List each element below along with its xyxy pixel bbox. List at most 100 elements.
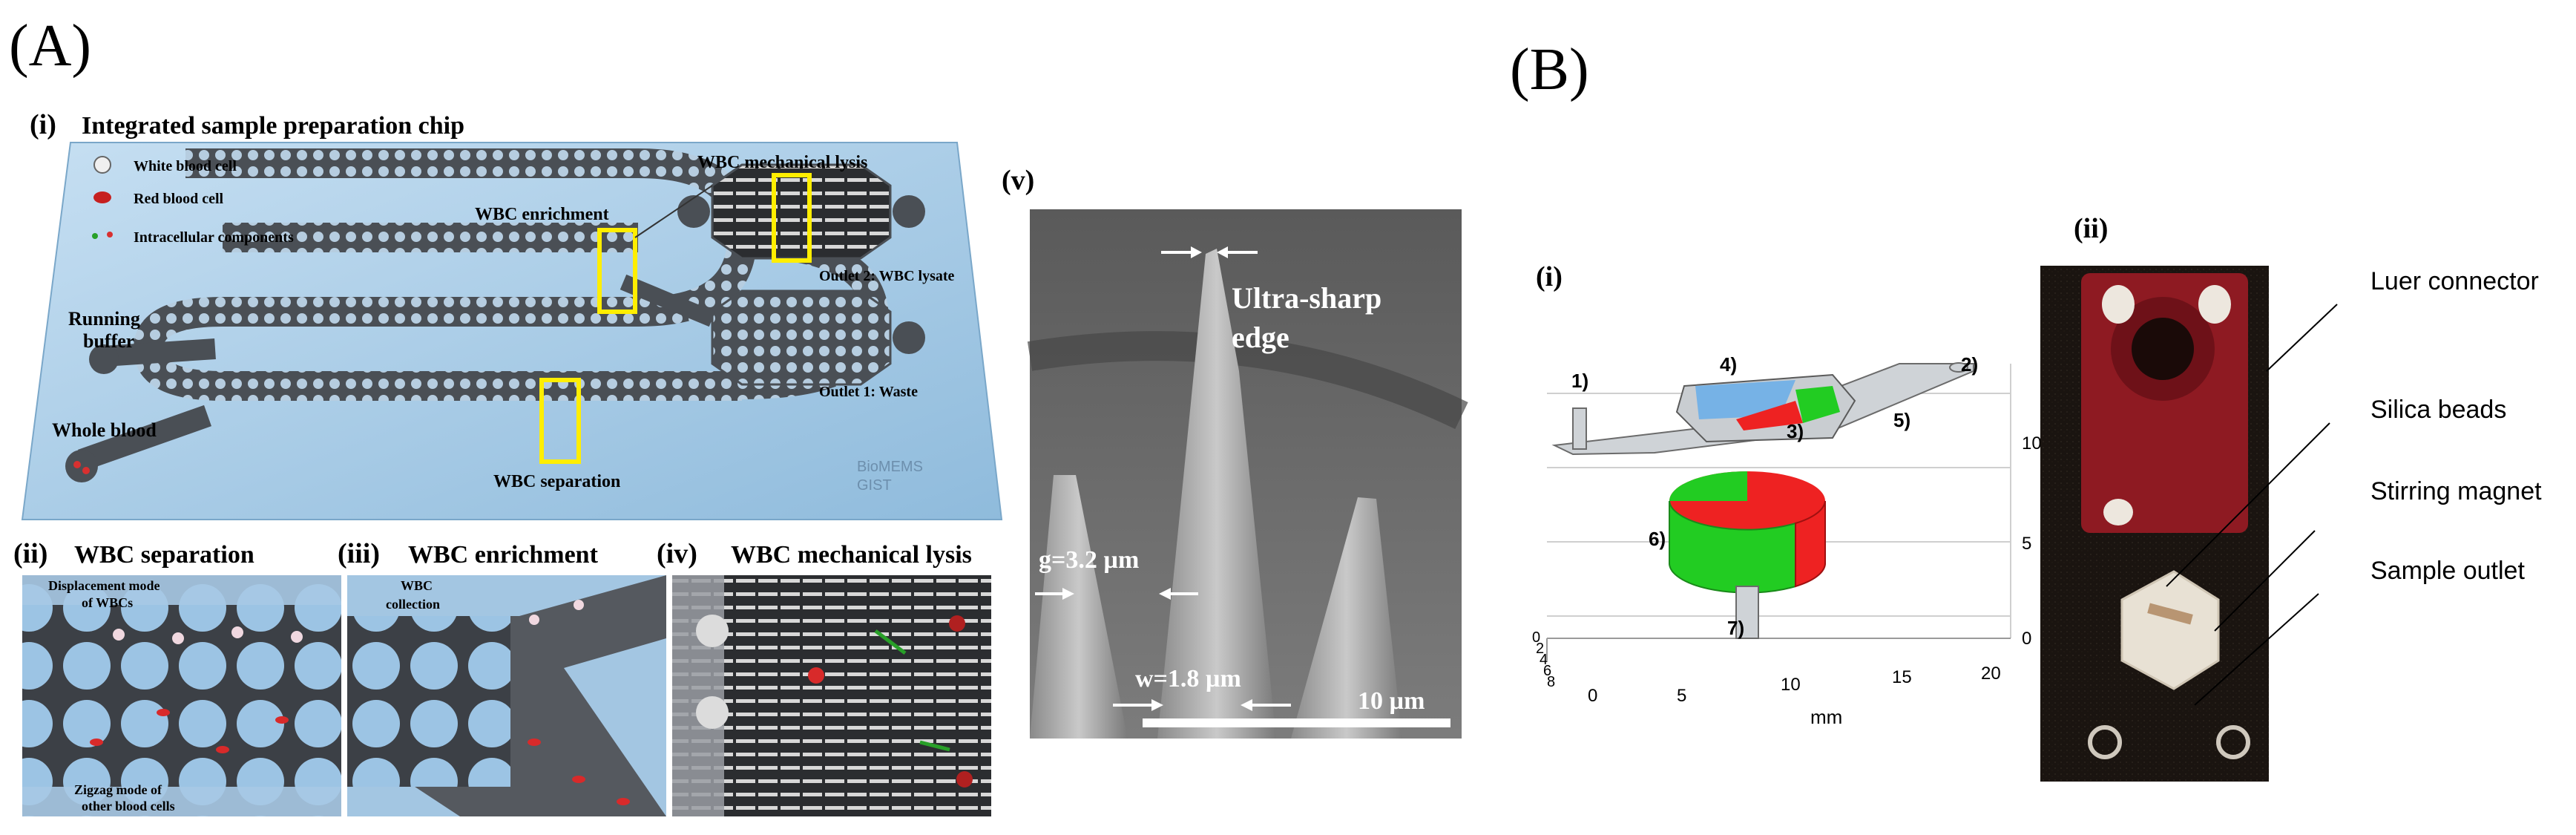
legend-rbc: Red blood cell <box>134 191 224 207</box>
panel-a-label: (A) <box>9 13 91 79</box>
panel-b-i: (i) 1) 2) 3) 4) 5) 6) 7) 0 5 10 <box>1532 261 2042 728</box>
wbc-cell <box>574 600 584 610</box>
wbc-cell <box>172 632 184 644</box>
luer-hole <box>2132 318 2194 380</box>
callout-sample-outlet: Sample outlet <box>2370 557 2525 585</box>
z-tick: 5 <box>2022 534 2031 554</box>
y-tick: 6 <box>1543 663 1551 679</box>
ii-displacement-2: of WBCs <box>82 595 133 610</box>
legend-wbc: White blood cell <box>134 158 237 174</box>
iii-collection: collection <box>386 597 440 612</box>
ii-displacement-1: Displacement mode <box>48 578 160 593</box>
hex-bead-chamber <box>2120 570 2220 690</box>
panel-a-v: (v) Ultra-sharp edge g=3.2 µm w=1.8 µm 1… <box>1002 165 1468 739</box>
panel-b-i-numeral: (i) <box>1536 261 1563 292</box>
rbc-cell <box>157 709 170 716</box>
marker-7: 7) <box>1727 617 1744 639</box>
connector-peg <box>2102 285 2135 324</box>
separation-highlight <box>539 378 581 464</box>
panel-a-iv: (iv) WBC mechanical lysis <box>657 538 991 816</box>
outlet-port <box>1949 362 1968 373</box>
label-buffer: buffer <box>83 330 134 352</box>
wbc-legend-icon <box>93 156 111 174</box>
left-spike <box>1030 475 1128 739</box>
outlet-1-port <box>893 321 925 354</box>
scale-bar <box>1143 718 1450 727</box>
z-tick: 10 <box>2022 433 2042 453</box>
gap-arrowhead <box>1062 588 1074 600</box>
sem-background-ridge <box>1027 331 1468 430</box>
x-axis-label: mm <box>1810 706 1842 728</box>
logo-biomems: BioMEMS <box>857 459 923 475</box>
rbc-legend-icon <box>93 191 111 203</box>
outlet-ring <box>2216 725 2250 759</box>
callout-line <box>634 185 713 238</box>
panel-a-iii: (iii) WBC enrichment WBC collection <box>338 538 666 816</box>
gap-arrowhead <box>1159 588 1171 600</box>
enrichment-highlight <box>597 228 637 314</box>
ii-zigzag-1: Zigzag mode of <box>74 782 162 797</box>
buffer-channel <box>103 338 216 367</box>
callout-stirring-magnet: Stirring magnet <box>2370 477 2542 505</box>
panel-b-ii: (ii) Luer connector Silica beads Stirrin… <box>2040 213 2542 782</box>
right-spike <box>1291 497 1402 739</box>
marker-6: 6) <box>1649 528 1666 550</box>
callout-luer-connector: Luer connector <box>2370 267 2539 295</box>
outlet-2-port <box>893 195 925 228</box>
edge-arrowhead <box>1191 246 1202 258</box>
magnet-callout-line <box>2214 530 2316 632</box>
lysis-inlet <box>677 195 710 228</box>
y-tick: 0 <box>1532 629 1540 646</box>
component-icon-red <box>107 232 113 238</box>
lysis-inset <box>672 575 991 816</box>
rbc-cell <box>949 615 965 632</box>
x-tick: 15 <box>1892 667 1912 687</box>
marker-3: 3) <box>1787 420 1804 442</box>
label-outlet-2: Outlet 2: WBC lysate <box>819 268 955 284</box>
enrichment-pillars <box>347 616 510 787</box>
width-arrowhead <box>1241 699 1252 711</box>
wbc-cell <box>291 631 303 643</box>
rbc-cell <box>275 716 289 724</box>
edge-arrowhead <box>1217 246 1228 258</box>
inlet-port <box>1572 407 1587 450</box>
rbc-cell <box>90 739 103 746</box>
ultra-sharp-label: Ultra-sharp <box>1232 281 1381 315</box>
wbc-cell <box>231 626 243 638</box>
marker-1: 1) <box>1571 370 1588 392</box>
ii-zigzag-2: other blood cells <box>82 799 175 813</box>
panel-b-ii-numeral: (ii) <box>2074 213 2108 244</box>
wbc-cell <box>696 615 729 647</box>
lysis-highlight <box>772 173 812 263</box>
wbc-cell <box>529 615 539 625</box>
panel-a-iii-title: WBC enrichment <box>408 541 599 569</box>
connector-peg <box>2103 499 2133 525</box>
lysis-wall <box>672 575 724 816</box>
width-label: w=1.8 µm <box>1135 665 1241 692</box>
label-running: Running <box>68 308 140 330</box>
gap-label: g=3.2 µm <box>1039 546 1139 574</box>
rbc-cell <box>617 798 630 805</box>
luer-callout-line <box>2266 304 2338 372</box>
y-tick: 2 <box>1536 641 1544 657</box>
outlet-callout-line <box>2194 593 2319 706</box>
x-tick: 5 <box>1677 686 1686 706</box>
chip-panel-i: (i) Integrated sample preparation chip W… <box>21 109 1003 520</box>
panel-a-i-numeral: (i) <box>30 109 56 140</box>
panel-a-ii-numeral: (ii) <box>13 538 47 569</box>
separation-top-band <box>22 575 341 605</box>
width-arrowhead <box>1151 699 1163 711</box>
waste-chamber <box>711 289 892 386</box>
rbc-cell <box>808 667 824 684</box>
marker-2: 2) <box>1961 353 1978 376</box>
label-wbc-separation: WBC separation <box>493 472 620 491</box>
label-outlet-1: Outlet 1: Waste <box>819 384 918 400</box>
separation-inset <box>22 575 341 816</box>
marker-4: 4) <box>1720 353 1737 376</box>
y-tick: 4 <box>1540 652 1548 668</box>
label-wbc-lysis: WBC mechanical lysis <box>697 153 867 172</box>
sharp-edge-spike <box>1157 249 1276 739</box>
component-icon-green <box>92 233 98 239</box>
intracellular-fragment <box>919 740 950 752</box>
